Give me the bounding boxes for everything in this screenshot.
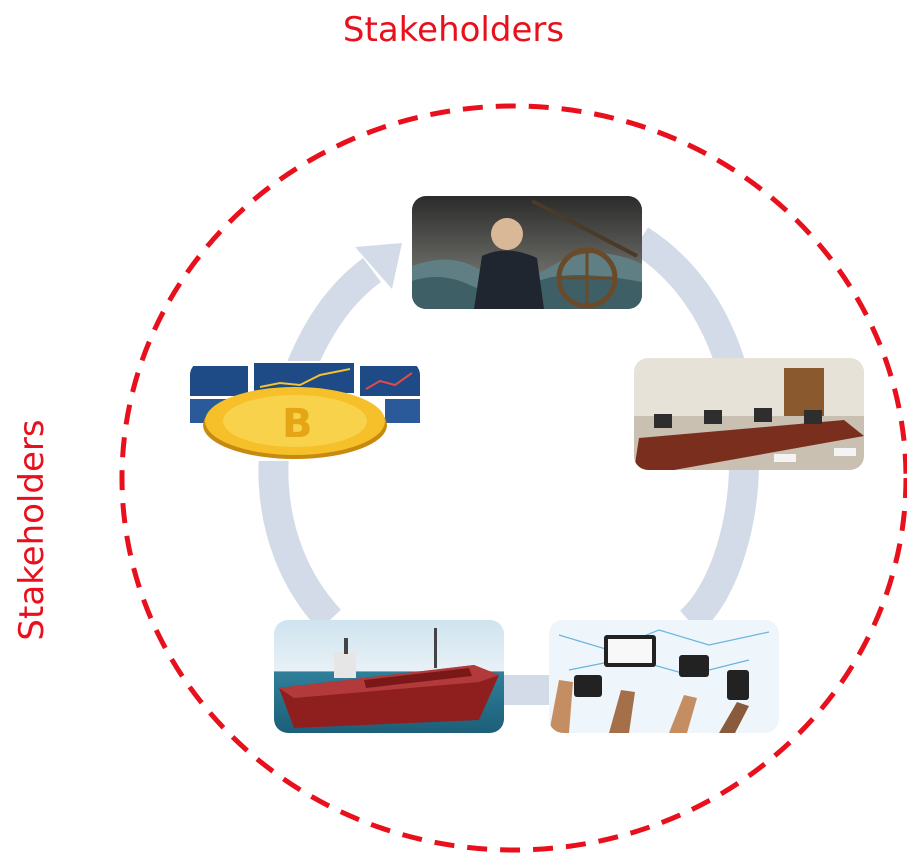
boardroom-photo	[634, 358, 864, 470]
cargo-ship-photo	[274, 620, 504, 733]
top-stakeholders-label: Stakeholders	[342, 10, 565, 50]
cycle-arrowhead	[355, 243, 402, 289]
svg-text:B: B	[282, 401, 313, 447]
captain-at-helm-photo	[412, 196, 642, 309]
connected-devices-photo	[549, 620, 779, 733]
bitcoin-markets-photo: B	[190, 361, 420, 461]
stakeholder-boundary-circle	[119, 103, 907, 853]
cycle-ring-arc-upper-left	[286, 257, 382, 376]
